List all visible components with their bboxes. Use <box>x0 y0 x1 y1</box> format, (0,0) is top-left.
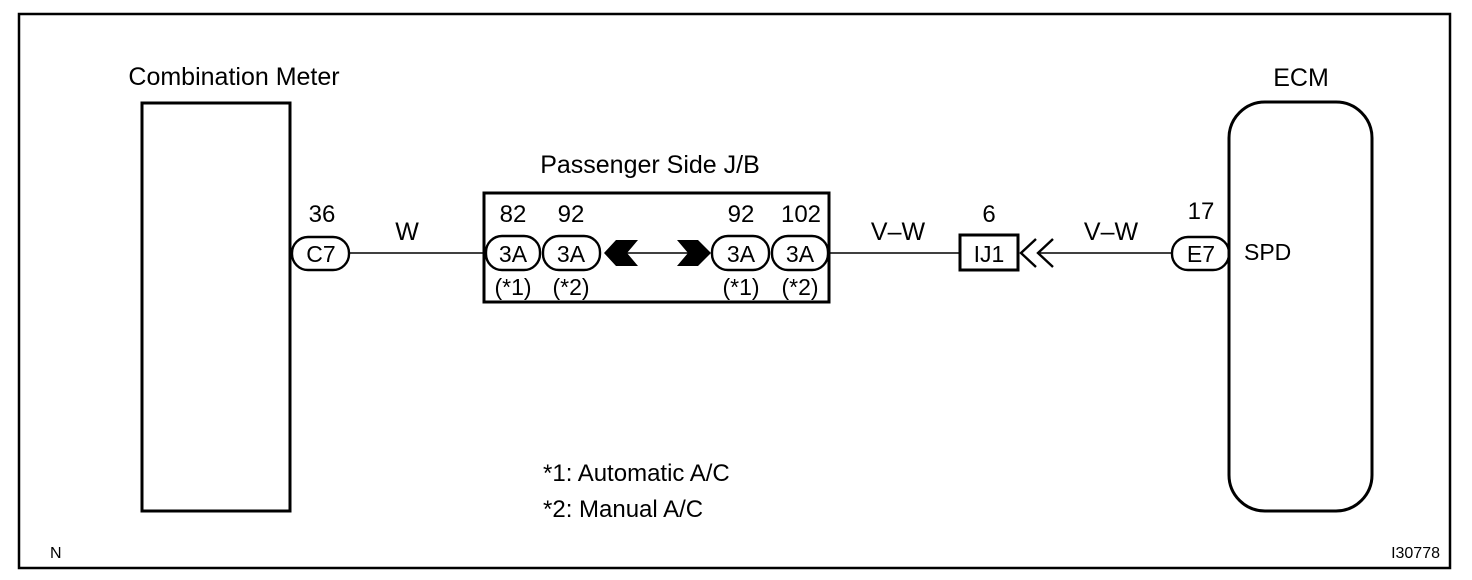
jb-right-b-connector <box>770 234 830 272</box>
diagram-frame <box>17 12 1452 570</box>
c7-pin-number: 36 <box>309 201 336 228</box>
figure-id: I30778 <box>1391 545 1440 562</box>
ecm-terminal-spd: SPD <box>1244 239 1291 265</box>
wire-label-vw-left: V–W <box>871 218 926 246</box>
combination-meter-box <box>140 101 292 513</box>
jb-left-b-note: (*2) <box>552 274 589 300</box>
jb-left-b-pin: 92 <box>558 201 585 228</box>
combination-meter-label: Combination Meter <box>128 63 339 91</box>
jb-left-b-code: 3A <box>557 241 586 267</box>
e7-connector-code: E7 <box>1187 241 1215 267</box>
jb-right-a-connector <box>710 234 771 272</box>
corner-label-n: N <box>50 545 62 562</box>
wire-label-vw-right: V–W <box>1084 218 1139 246</box>
jb-left-a-connector <box>484 234 542 272</box>
ecm-label: ECM <box>1273 64 1329 92</box>
jb-right-a-code: 3A <box>727 241 756 267</box>
c7-connector-code: C7 <box>306 241 335 267</box>
jb-right-arrow-icon <box>677 240 711 266</box>
footnote-2: *2: Manual A/C <box>543 496 703 523</box>
jb-right-b-note: (*2) <box>781 274 818 300</box>
jb-right-b-pin: 102 <box>781 201 821 228</box>
jb-left-a-code: 3A <box>499 241 528 267</box>
junction-block-label: Passenger Side J/B <box>540 151 760 179</box>
ij1-connector <box>958 233 1020 272</box>
chevron-left-icon <box>1019 238 1037 268</box>
ij1-pin-number: 6 <box>982 201 995 228</box>
ecm-box <box>1227 100 1374 513</box>
footnote-1: *1: Automatic A/C <box>543 460 730 487</box>
jb-left-a-note: (*1) <box>494 274 531 300</box>
jb-left-b-connector <box>541 234 602 272</box>
chevron-left-icon <box>1036 238 1054 268</box>
ij1-connector-code: IJ1 <box>974 241 1005 267</box>
wire-label-w: W <box>395 218 419 246</box>
jb-right-a-note: (*1) <box>722 274 759 300</box>
e7-pin-number: 17 <box>1188 198 1215 225</box>
jb-right-b-code: 3A <box>786 241 815 267</box>
jb-left-arrow-icon <box>604 240 638 266</box>
jb-right-a-pin: 92 <box>728 201 755 228</box>
jb-left-a-pin: 82 <box>500 201 527 228</box>
